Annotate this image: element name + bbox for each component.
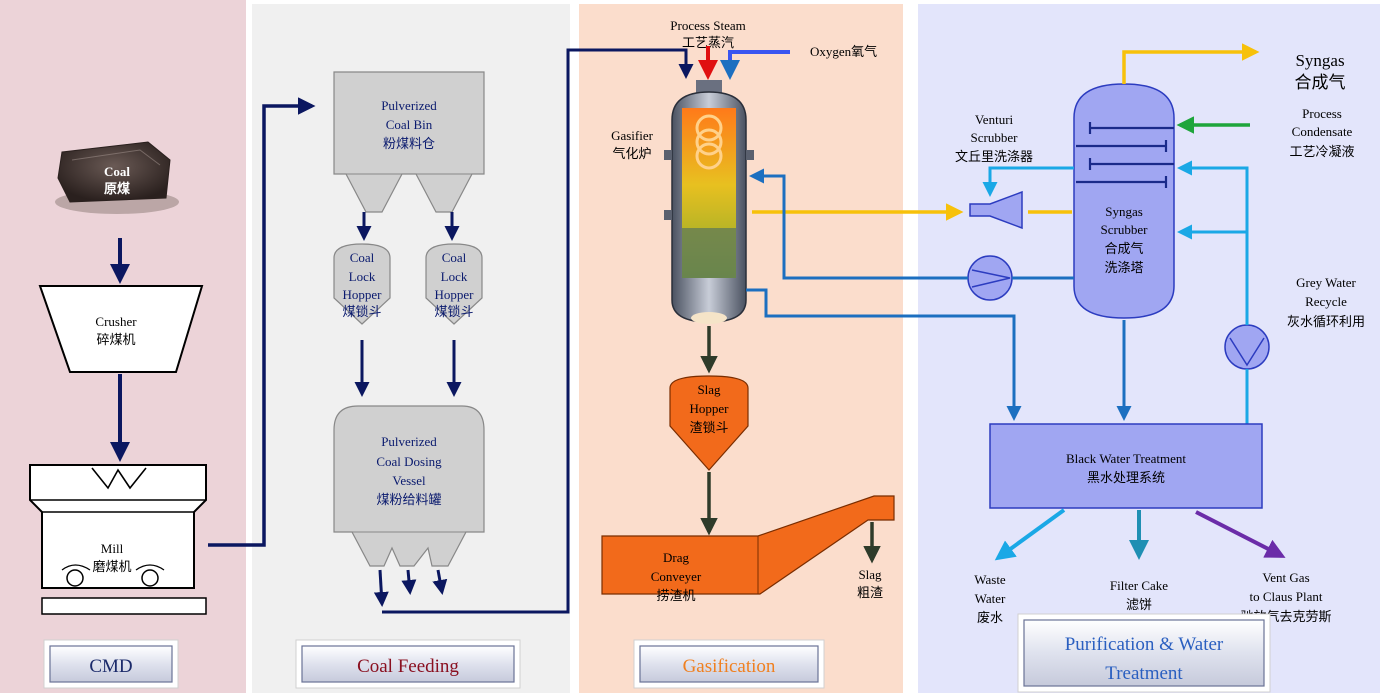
black-water-label: Black Water Treatment [1066, 451, 1186, 466]
coal-feed-to-gasifier-line [382, 48, 694, 614]
venturi-label-cn: 文丘里洗涤器 [955, 149, 1033, 164]
drag-conveyer [601, 495, 895, 595]
syngas-outlet-line [1122, 43, 1260, 84]
vent-gas-label-1: Vent Gas [1262, 570, 1309, 585]
vessel-outlet-arrow-2 [401, 569, 417, 595]
crusher-label: Crusher [95, 314, 137, 329]
circulation-pump-icon [967, 255, 1013, 301]
gasifier-black-water-line [746, 288, 1022, 421]
gasifier-label: Gasifier [611, 128, 654, 143]
black-water-label-cn: 黑水处理系统 [1087, 470, 1165, 485]
slag-label-cn: 粗渣 [857, 585, 883, 600]
dosing-vessel-label-2: Coal Dosing [376, 454, 442, 469]
process-steam-label: Process Steam [670, 18, 745, 33]
grey-water-pump-icon [1224, 324, 1270, 370]
purification-section-button[interactable]: Purification & Water Treatment [1017, 613, 1271, 693]
mill-to-coal-bin-line [208, 97, 316, 547]
vessel-outlet-arrow-3 [432, 569, 448, 595]
cmd-section-label: CMD [89, 656, 132, 677]
lock-hopper-left-label-2: Lock [349, 269, 376, 284]
lock-hopper-left-label-3: Hopper [343, 287, 383, 302]
dosing-vessel-label-1: Pulverized [381, 434, 437, 449]
scrubber-label-2: Scrubber [1101, 222, 1149, 237]
coal-feeding-section-label: Coal Feeding [357, 656, 459, 677]
gasifier-label-cn: 气化炉 [612, 146, 651, 161]
lock-hopper-right-label-2: Lock [441, 269, 468, 284]
pump-to-gasifier-quench-line [749, 168, 968, 280]
vent-gas-arrow [1195, 510, 1286, 558]
lock-hopper-right-label-cn: 煤锁斗 [434, 304, 473, 319]
mill-label: Mill [101, 541, 124, 556]
grey-water-to-scrubber-line [1177, 160, 1249, 325]
slag-hopper-label-cn: 渣锁斗 [689, 420, 728, 435]
lock-hopper-left-label-1: Coal [350, 250, 375, 265]
slag-hopper-label-2: Hopper [690, 401, 730, 416]
mill-label-cn: 磨煤机 [92, 559, 131, 574]
waste-water-label-1: Waste [974, 572, 1006, 587]
purification-section-label-2: Treatment [1105, 663, 1183, 684]
filter-cake-label: Filter Cake [1110, 578, 1168, 593]
oxygen-feed-line [720, 50, 790, 80]
coal-lock-hopper-right [425, 243, 483, 325]
process-steam-label-cn: 工艺蒸汽 [682, 35, 734, 50]
scrubber-label-1: Syngas [1105, 204, 1143, 219]
coal-label-cn: 原煤 [104, 181, 130, 196]
gasifier-vessel [664, 80, 754, 324]
oxygen-label: Oxygen氧气 [810, 44, 877, 59]
coal-lump-icon [55, 141, 179, 214]
venturi-label-1: Venturi [975, 112, 1014, 127]
vent-gas-label-2: to Claus Plant [1250, 589, 1323, 604]
gasification-section-label: Gasification [683, 656, 776, 677]
pulverized-coal-dosing-vessel [333, 405, 485, 567]
grey-water-label-2: Recycle [1305, 294, 1347, 309]
cmd-section-button[interactable]: CMD [43, 639, 179, 689]
scrubber-label-cn-2: 洗涤塔 [1104, 260, 1143, 275]
lock-hopper-right-label-1: Coal [442, 250, 467, 265]
black-water-treatment-box [989, 423, 1263, 509]
coal-label: Coal [104, 164, 130, 179]
venturi-scrubber [969, 190, 1023, 230]
drag-conveyer-label-1: Drag [663, 550, 689, 565]
waste-water-label-cn: 废水 [977, 610, 1003, 625]
condensate-label-2: Condensate [1292, 124, 1353, 139]
crusher-label-cn: 碎煤机 [96, 332, 135, 347]
condensate-label-cn: 工艺冷凝液 [1289, 144, 1354, 159]
scrubber-trays [1076, 122, 1174, 188]
waste-water-arrow [994, 508, 1066, 561]
venturi-label-2: Scrubber [971, 130, 1019, 145]
dosing-vessel-label-cn: 煤粉给料罐 [376, 492, 441, 507]
drag-conveyer-label-cn: 捞渣机 [656, 588, 695, 603]
purification-section-label-1: Purification & Water [1065, 634, 1224, 655]
waste-water-label-2: Water [975, 591, 1006, 606]
lock-hopper-left-label-cn: 煤锁斗 [342, 304, 381, 319]
condensate-label-1: Process [1302, 106, 1342, 121]
scrubber-to-venturi-water-line [982, 166, 1074, 197]
grey-water-label-1: Grey Water [1296, 275, 1356, 290]
grey-water-label-cn: 灰水循环利用 [1287, 314, 1365, 329]
coal-feeding-section-button[interactable]: Coal Feeding [295, 639, 521, 689]
filter-cake-label-cn: 滤饼 [1126, 597, 1152, 612]
slag-label: Slag [858, 567, 882, 582]
mill-shape [29, 464, 207, 615]
coal-bin-label-cn: 粉煤料仓 [383, 136, 435, 151]
dosing-vessel-label-3: Vessel [392, 473, 426, 488]
syngas-label: Syngas [1295, 51, 1344, 70]
coal-lock-hopper-left [333, 243, 391, 325]
scrubber-label-cn-1: 合成气 [1104, 241, 1143, 256]
syngas-label-cn: 合成气 [1295, 73, 1346, 92]
coal-bin-label-1: Pulverized [381, 98, 437, 113]
coal-bin-label-2: Coal Bin [386, 117, 433, 132]
slag-hopper [669, 375, 749, 471]
crusher-shape [38, 285, 204, 373]
lock-hopper-right-label-3: Hopper [435, 287, 475, 302]
drag-conveyer-label-2: Conveyer [651, 569, 702, 584]
vessel-outlet-arrow-1 [373, 569, 389, 607]
gasification-section-button[interactable]: Gasification [633, 639, 825, 689]
slag-hopper-label-1: Slag [697, 382, 721, 397]
syngas-scrubber-column [1073, 83, 1175, 319]
